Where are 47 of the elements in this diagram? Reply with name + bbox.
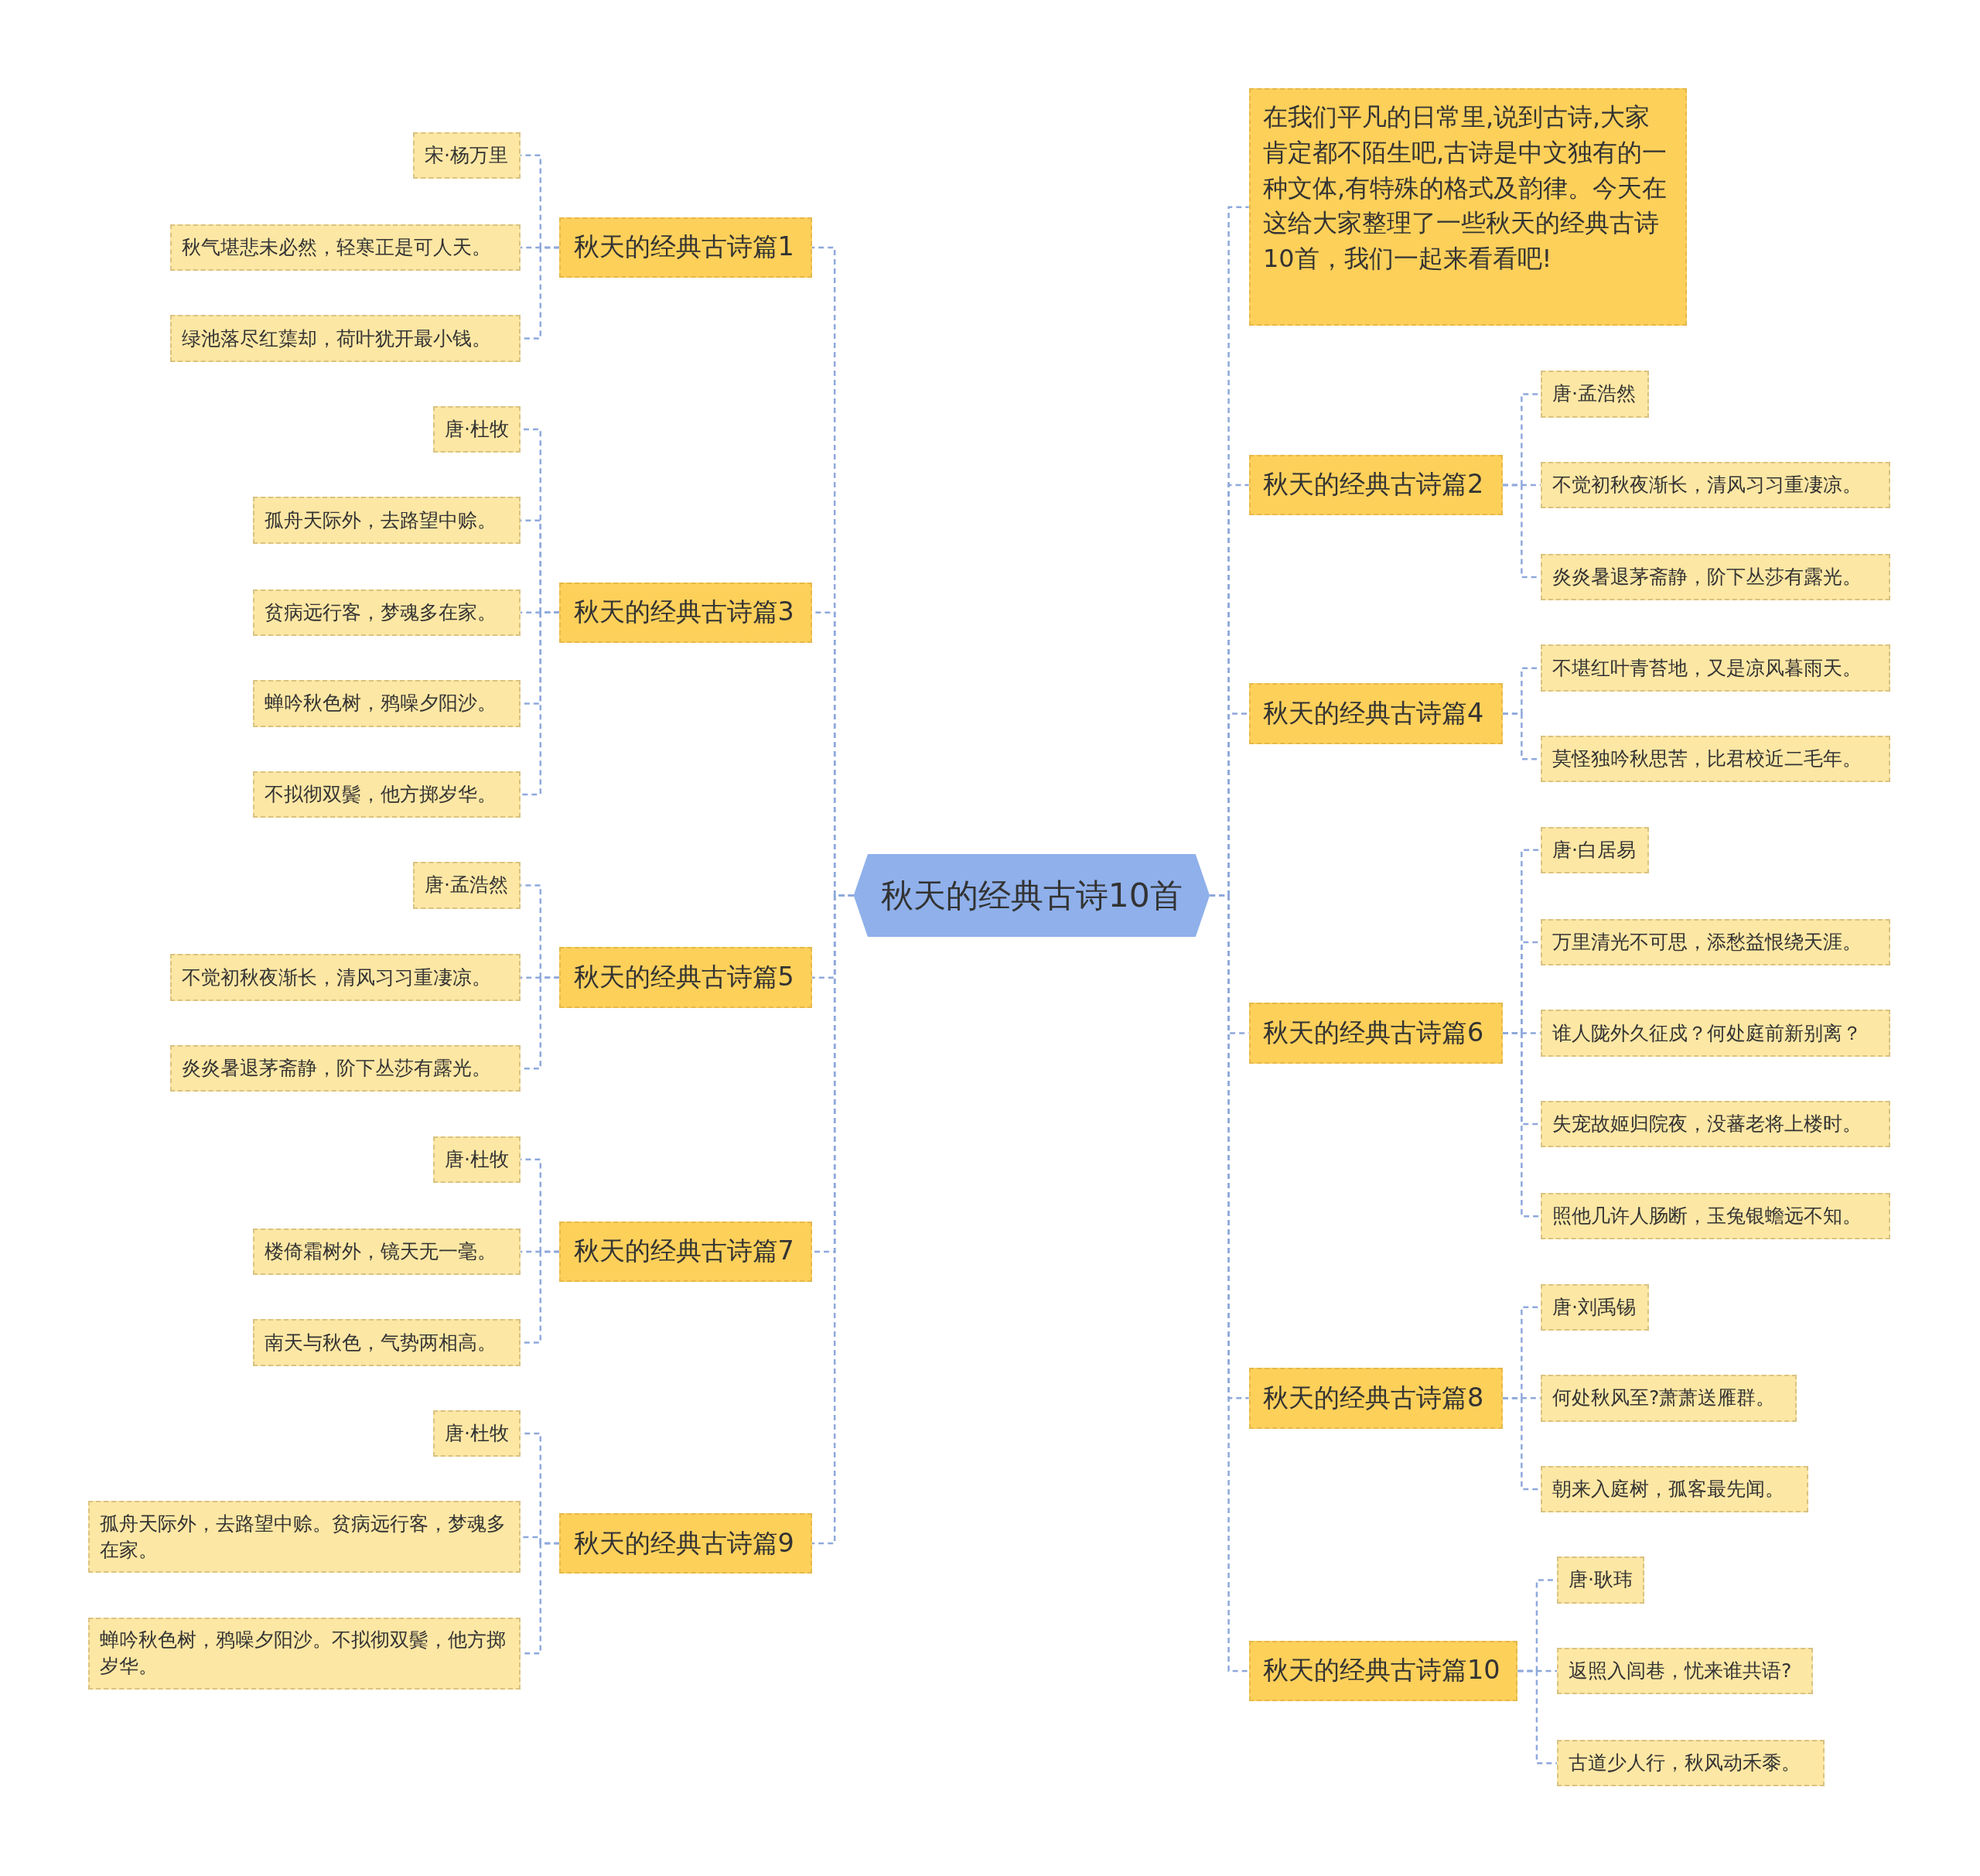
poem-title-box: 秋天的经典古诗篇2 [1248, 454, 1503, 516]
poem-title-box: 秋天的经典古诗篇4 [1248, 683, 1503, 744]
verse-box: 万里清光不可思，添愁益恨绕天涯。 [1540, 918, 1891, 966]
verse-box: 不拟彻双鬓，他方掷岁华。 [252, 771, 521, 818]
verse-box: 不堪红叶青苔地，又是凉风暮雨天。 [1540, 644, 1891, 692]
connector-line [1502, 1032, 1541, 1218]
poem-title-box: 秋天的经典古诗篇8 [1248, 1368, 1503, 1429]
intro-text-box: 在我们平凡的日常里,说到古诗,大家肯定都不陌生吧,古诗是中文独有的一种文体,有特殊的格式及韵律。今天在这给大家整理了一些秋天的经典古诗10首，我们一起来看看吧! [1248, 88, 1688, 326]
verse-box: 蝉吟秋色树，鸦噪夕阳沙。 [252, 680, 521, 727]
poem-title-box: 秋天的经典古诗篇7 [559, 1221, 812, 1283]
verse-box: 朝来入庭树，孤客最先闻。 [1540, 1465, 1808, 1513]
verse-box: 唐·杜牧 [433, 1410, 521, 1457]
verse-box: 蝉吟秋色树，鸦噪夕阳沙。不拟彻双鬓，他方掷岁华。 [88, 1617, 521, 1690]
verse-box: 绿池落尽红蕖却，荷叶犹开最小钱。 [170, 315, 521, 362]
verse-box: 何处秋风至?萧萧送雁群。 [1540, 1375, 1797, 1422]
poem-title-box: 秋天的经典古诗篇6 [1248, 1003, 1503, 1064]
connector-line [520, 611, 560, 796]
poem-title-box: 秋天的经典古诗篇5 [559, 947, 812, 1008]
poem-title-box: 秋天的经典古诗篇10 [1248, 1640, 1518, 1702]
verse-box: 楼倚霜树外，镜天无一毫。 [252, 1228, 521, 1276]
verse-box: 炎炎暑退茅斋静，阶下丛莎有露光。 [170, 1045, 521, 1092]
verse-box: 孤舟天际外，去路望中赊。贫病远行客，梦魂多在家。 [88, 1501, 521, 1574]
verse-box: 失宠故姬归院夜，没蕃老将上楼时。 [1540, 1100, 1891, 1148]
verse-box: 唐·杜牧 [433, 1136, 521, 1183]
verse-box: 秋气堪悲未必然，轻寒正是可人天。 [170, 224, 521, 272]
verse-box: 返照入闾巷，忧来谁共语? [1557, 1647, 1814, 1695]
verse-box: 唐·白居易 [1540, 826, 1650, 873]
poem-title-box: 秋天的经典古诗篇9 [559, 1512, 812, 1574]
verse-box: 唐·耿玮 [1557, 1556, 1644, 1604]
verse-box: 南天与秋色，气势两相高。 [252, 1319, 521, 1366]
verse-box: 不觉初秋夜渐长，清风习习重凄凉。 [170, 954, 521, 1001]
poem-title-box: 秋天的经典古诗篇3 [559, 582, 812, 643]
verse-box: 宋·杨万里 [412, 132, 521, 179]
verse-box: 唐·孟浩然 [1540, 371, 1650, 418]
verse-box: 唐·孟浩然 [412, 862, 521, 909]
poem-title-box: 秋天的经典古诗篇1 [559, 217, 812, 278]
verse-box: 莫怪独吟秋思苦，比君校近二毛年。 [1540, 736, 1891, 783]
connector-line [1517, 1669, 1558, 1765]
verse-box: 孤舟天际外，去路望中赊。 [252, 497, 521, 544]
verse-box: 唐·刘禹锡 [1540, 1283, 1650, 1331]
verse-box: 唐·杜牧 [433, 405, 521, 453]
verse-box: 不觉初秋夜渐长，清风习习重凄凉。 [1540, 461, 1891, 509]
verse-box: 古道少人行，秋风动禾黍。 [1557, 1739, 1825, 1787]
verse-box: 贫病远行客，梦魂多在家。 [252, 589, 521, 637]
verse-box: 谁人陇外久征戍？何处庭前新别离？ [1540, 1010, 1891, 1057]
verse-box: 照他几许人肠断，玉兔银蟾远不知。 [1540, 1193, 1891, 1240]
verse-box: 炎炎暑退茅斋静，阶下丛莎有露光。 [1540, 553, 1891, 601]
